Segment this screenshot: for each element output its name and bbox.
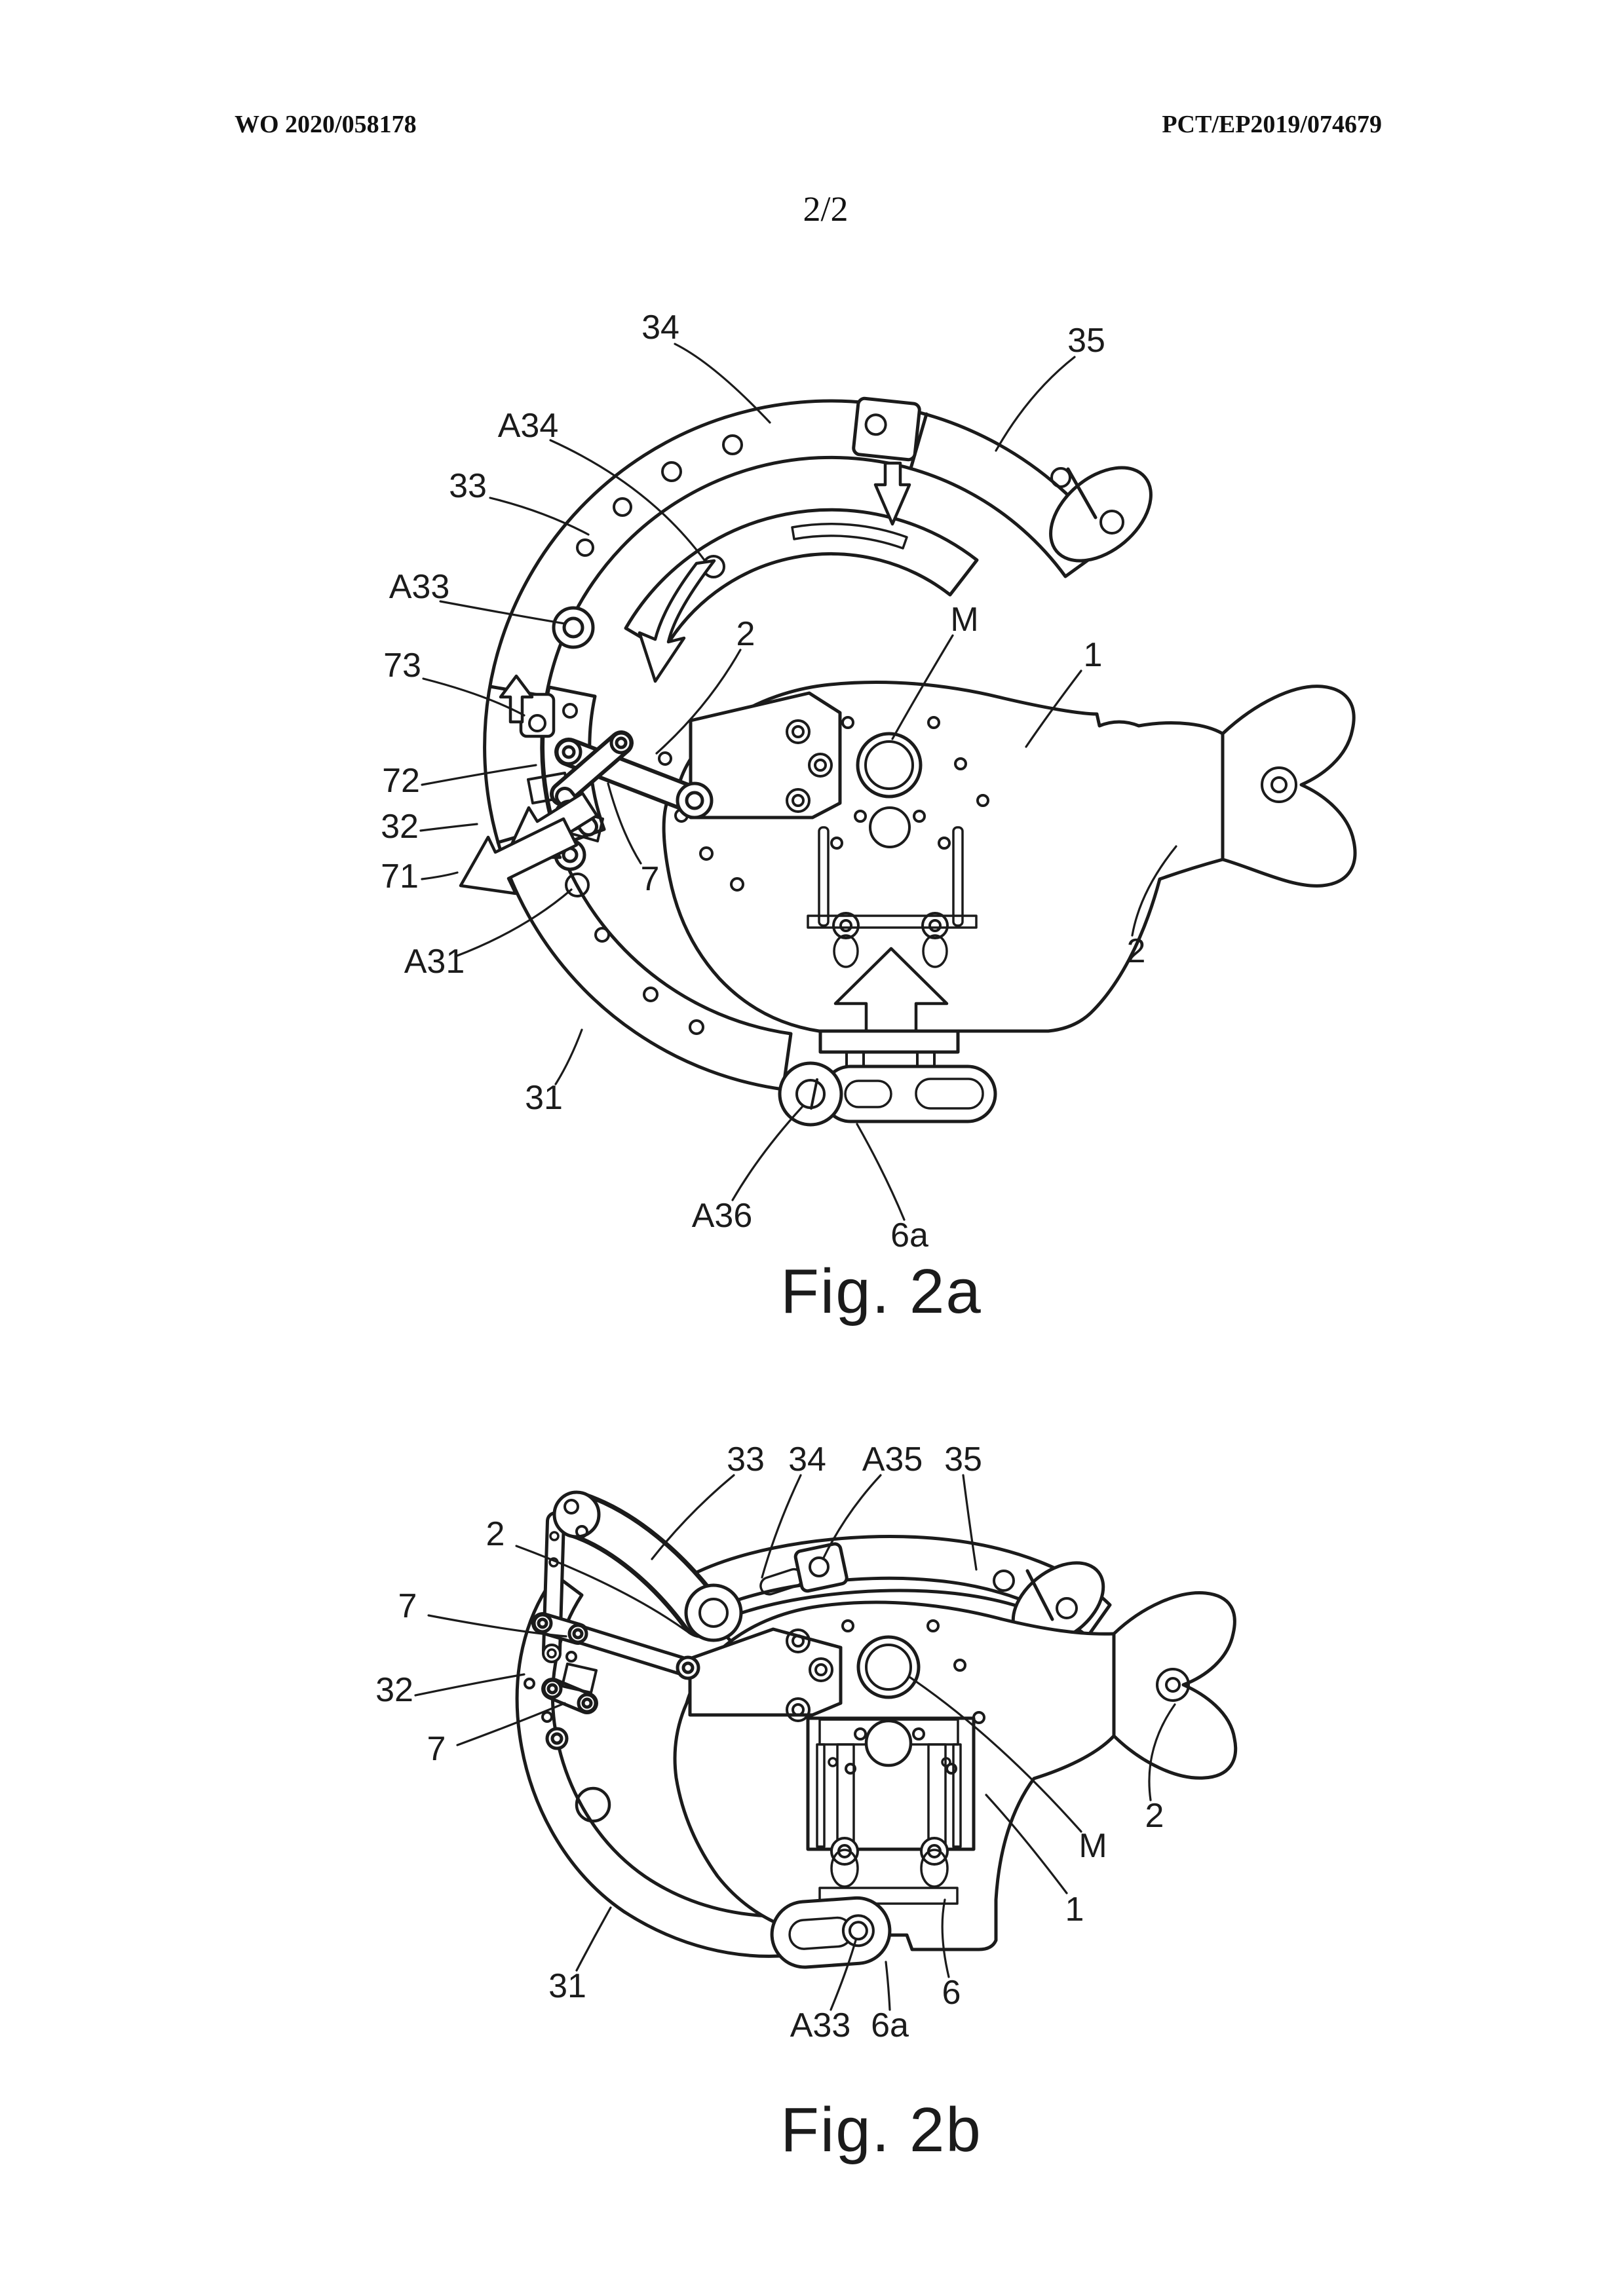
callout-label-fig2b: 35 <box>944 1440 982 1478</box>
application-number: PCT/EP2019/074679 <box>1162 111 1382 138</box>
fig2a-pivot-a33 <box>552 606 595 649</box>
callout-label-fig2a: 2 <box>1126 932 1146 970</box>
callout-label-fig2a: 35 <box>1067 322 1105 360</box>
fig2b-drawing <box>414 1474 1238 2011</box>
callout-label-fig2a: 7 <box>640 860 660 898</box>
fig2a-wing <box>1221 685 1357 888</box>
fig2b-links <box>531 1612 700 1750</box>
fig2b-pivot-a35 <box>793 1542 849 1593</box>
fig2b-bottom-link <box>770 1896 892 1969</box>
callout-label-fig2b: 7 <box>398 1587 417 1625</box>
callout-label-fig2b: 2 <box>1145 1797 1164 1835</box>
callout-label-fig2b: 1 <box>1065 1891 1084 1929</box>
callout-label-fig2b: 7 <box>427 1730 446 1768</box>
fig2b-body-details <box>688 1619 985 1905</box>
fig2a-leader-lines <box>419 343 1177 1221</box>
fig2b-leader-lines <box>414 1474 1176 2011</box>
callout-label-fig2a: 34 <box>641 309 679 347</box>
publication-number: WO 2020/058178 <box>235 111 417 138</box>
callout-label-fig2a: A33 <box>389 568 450 606</box>
fig2a-arrows <box>459 461 949 1042</box>
fig2a-lobe-35 <box>1049 466 1153 563</box>
fig2b-caption: Fig. 2b <box>780 2095 982 2165</box>
curved-arrow-icon <box>638 559 716 683</box>
callout-label-fig2b: 33 <box>727 1440 765 1478</box>
callout-label-fig2b: 31 <box>548 1967 586 2005</box>
callout-label-fig2a: 33 <box>449 467 487 505</box>
left-down-arrow-icon <box>459 817 579 895</box>
callout-label-fig2a: 32 <box>381 808 419 846</box>
up-arrow-icon <box>499 674 534 724</box>
callout-label-fig2a: 2 <box>736 615 755 653</box>
fig2a-bottom-link <box>778 1029 997 1127</box>
fig2b-wing <box>1112 1591 1238 1780</box>
callout-label-fig2b: 32 <box>375 1671 413 1709</box>
fig2a-caption: Fig. 2a <box>780 1256 982 1327</box>
callout-label-fig2b: 2 <box>486 1515 505 1553</box>
fig2b-segment-33 <box>542 1490 743 1663</box>
callout-label-fig2a: 72 <box>382 762 420 800</box>
fig2a-drawing <box>419 343 1357 1221</box>
callout-label-fig2b: 34 <box>788 1440 826 1478</box>
callout-label-fig2a: 71 <box>381 857 419 895</box>
callout-label-fig2a: 6a <box>890 1216 928 1254</box>
callout-label-fig2b: M <box>1079 1827 1107 1865</box>
down-arrow-icon <box>873 461 911 526</box>
callout-label-fig2a: A31 <box>404 943 465 981</box>
callout-label-fig2a: 73 <box>383 647 421 685</box>
callout-label-fig2a: 31 <box>525 1079 563 1117</box>
callout-label-fig2b: 6a <box>871 2006 909 2044</box>
callout-label-fig2a: A36 <box>691 1197 753 1235</box>
callout-label-fig2b: A33 <box>790 2006 851 2044</box>
sheet-number: 2/2 <box>803 189 849 229</box>
callout-label-fig2a: M <box>950 601 979 639</box>
callout-label-fig2b: A35 <box>862 1440 923 1478</box>
callout-label-fig2b: 6 <box>942 1974 961 2012</box>
fig2a-inner-rail <box>624 508 979 652</box>
fig2a-top-bracket <box>852 396 921 462</box>
callout-label-fig2a: A34 <box>497 407 559 445</box>
callout-label-fig2a: 1 <box>1083 636 1103 674</box>
